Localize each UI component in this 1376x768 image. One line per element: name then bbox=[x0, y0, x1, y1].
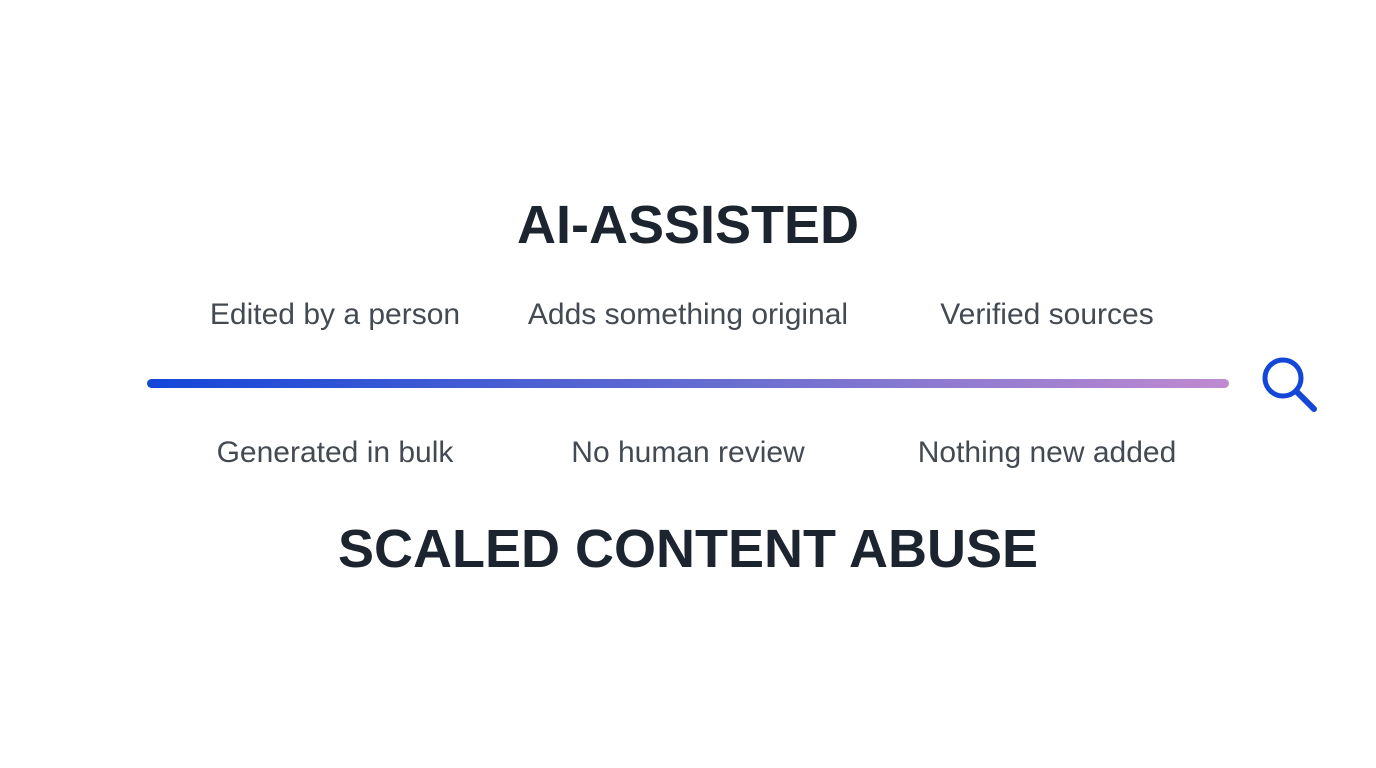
trait-nothing-new-added: Nothing new added bbox=[917, 436, 1177, 469]
trait-generated-in-bulk: Generated in bulk bbox=[216, 436, 454, 469]
trait-verified-sources: Verified sources bbox=[940, 298, 1154, 331]
search-icon-graphic bbox=[1262, 357, 1317, 412]
ai-assisted-heading: AI-ASSISTED bbox=[516, 195, 860, 255]
spectrum-gradient-bar bbox=[147, 379, 1229, 388]
trait-adds-original: Adds something original bbox=[527, 298, 849, 331]
search-icon bbox=[1258, 353, 1320, 415]
trait-edited-by-person: Edited by a person bbox=[209, 298, 461, 331]
trait-no-human-review: No human review bbox=[571, 436, 805, 469]
scaled-content-abuse-heading: SCALED CONTENT ABUSE bbox=[337, 519, 1039, 579]
